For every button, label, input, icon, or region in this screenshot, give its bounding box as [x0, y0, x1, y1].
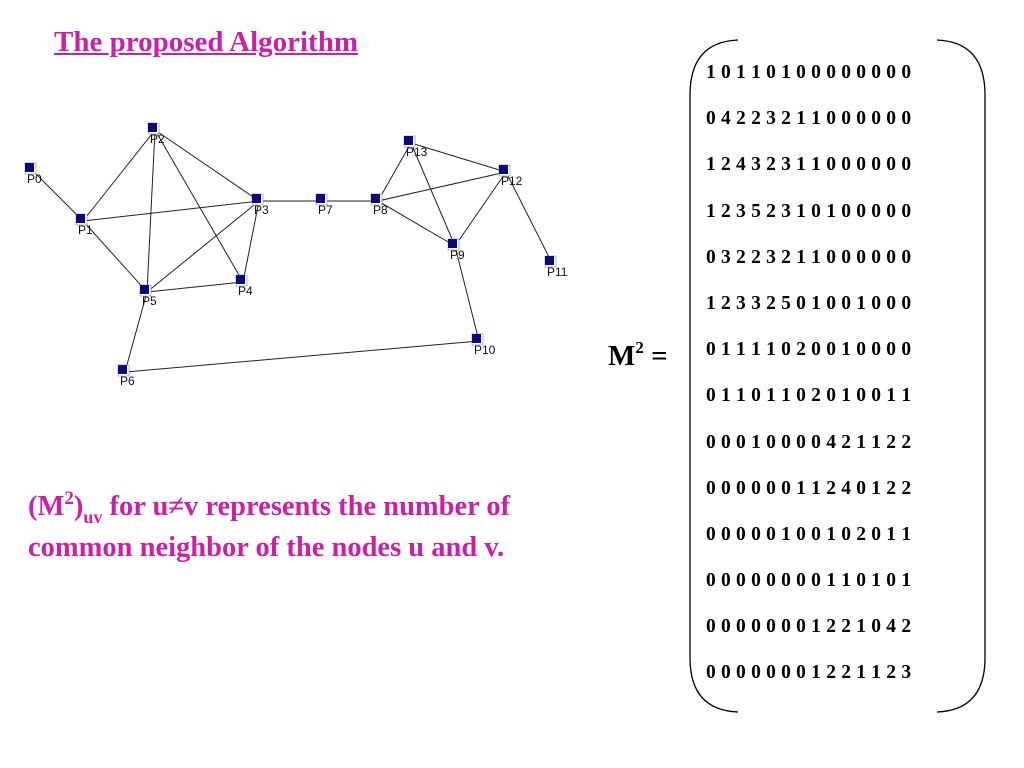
- description-sup: 2: [64, 488, 74, 509]
- matrix-row: 1 2 3 3 2 5 0 1 0 0 1 0 0 0: [706, 292, 912, 314]
- node-p12: P12: [498, 164, 523, 188]
- node-label: P11: [547, 265, 568, 279]
- edge-p2-p3: [154, 129, 260, 202]
- matrix-row: 0 3 2 2 3 2 1 1 0 0 0 0 0 0: [706, 246, 912, 268]
- node-label: P4: [238, 284, 253, 298]
- node-label: P5: [142, 294, 157, 308]
- edge-p2-p5: [146, 129, 156, 293]
- edge-p12-p11: [505, 171, 553, 264]
- node-marker: [404, 136, 413, 145]
- node-label: P6: [120, 374, 135, 388]
- edge-p13-p9: [410, 142, 456, 247]
- node-p5: P5: [139, 284, 157, 308]
- node-p7: P7: [315, 193, 333, 217]
- left-bracket: [689, 39, 739, 713]
- node-marker: [316, 194, 325, 203]
- matrix-row: 1 0 1 1 0 1 0 0 0 0 0 0 0 0: [706, 62, 912, 83]
- edge-p3-p5: [146, 200, 260, 293]
- edge-p3-p4: [242, 200, 260, 283]
- node-label: P1: [78, 223, 93, 237]
- node-label: P8: [373, 203, 388, 217]
- matrix-label: M2 =: [608, 338, 668, 373]
- node-marker: [371, 194, 380, 203]
- node-marker: [499, 165, 508, 174]
- matrix-row: 0 0 0 0 0 0 0 0 1 1 0 1 0 1: [706, 570, 912, 592]
- description-sub: uv: [83, 507, 103, 527]
- node-label: P2: [150, 132, 165, 146]
- matrix-row: 1 2 3 5 2 3 1 0 1 0 0 0 0 0: [706, 200, 912, 222]
- node-label: P9: [450, 248, 465, 262]
- node-p1: P1: [75, 213, 93, 237]
- node-label: P7: [318, 203, 333, 217]
- node-label: P12: [501, 174, 523, 188]
- node-p13: P13: [403, 135, 428, 159]
- node-marker: [236, 275, 245, 284]
- edge-p2-p4: [154, 129, 244, 283]
- edge-p12-p9: [454, 171, 507, 247]
- edge-p13-p12: [410, 142, 507, 173]
- node-marker: [76, 214, 85, 223]
- node-label: P13: [406, 145, 428, 159]
- slide-title: The proposed Algorithm: [54, 26, 359, 58]
- description-text: (M2)uv for u≠v represents the number of …: [28, 486, 588, 568]
- edge-p8-p9: [377, 200, 456, 247]
- matrix-row: 0 0 0 1 0 0 0 0 4 2 1 1 2 2: [706, 431, 912, 453]
- edge-p5-p6: [124, 291, 148, 373]
- node-marker: [148, 123, 157, 132]
- edge-p1-p2: [82, 129, 156, 222]
- matrix-label-base: M: [608, 340, 636, 372]
- node-p6: P6: [117, 364, 135, 388]
- matrix-row: 1 2 4 3 2 3 1 1 0 0 0 0 0 0: [706, 154, 912, 176]
- edge-p8-p12: [377, 171, 507, 202]
- node-p8: P8: [370, 193, 388, 217]
- description-body: for u≠v represents the number of common …: [28, 491, 511, 563]
- node-p9: P9: [447, 238, 465, 262]
- matrix-row: 0 1 1 0 1 1 0 2 0 1 0 0 1 1: [706, 385, 912, 407]
- matrix-label-sup: 2: [635, 338, 644, 357]
- matrix-row: 0 1 1 1 1 0 2 0 0 1 0 0 0 0: [706, 339, 912, 361]
- graph-edges: [31, 129, 553, 373]
- node-p0: P0: [24, 162, 42, 186]
- node-p3: P3: [251, 193, 269, 217]
- node-p2: P2: [147, 122, 165, 146]
- matrix-row: 0 0 0 0 0 0 0 1 2 2 1 0 4 2: [706, 616, 912, 638]
- description-prefix: (M: [28, 491, 65, 522]
- edge-p1-p3: [82, 200, 260, 222]
- edge-p8-p13: [377, 142, 412, 202]
- node-marker: [448, 239, 457, 248]
- matrix-row: 0 4 2 2 3 2 1 1 0 0 0 0 0 0: [706, 108, 912, 130]
- node-marker: [140, 285, 149, 294]
- edge-p9-p10: [454, 245, 480, 342]
- right-bracket: [936, 39, 986, 713]
- node-marker: [545, 256, 554, 265]
- matrix-row: 0 0 0 0 0 1 0 0 1 0 2 0 1 1: [706, 523, 912, 545]
- node-marker: [25, 163, 34, 172]
- node-marker: [472, 334, 481, 343]
- node-p4: P4: [235, 274, 253, 298]
- edge-p4-p5: [146, 281, 244, 293]
- matrix-m2: 1 0 1 1 0 1 0 0 0 0 0 0 0 0 0 4 2 2 3 2 1…: [706, 58, 976, 705]
- matrix-label-suffix: =: [643, 340, 668, 372]
- node-marker: [252, 194, 261, 203]
- edge-p6-p10: [124, 340, 480, 373]
- node-p11: P11: [544, 255, 568, 279]
- node-label: P0: [27, 172, 42, 186]
- matrix-row: 0 0 0 0 0 0 0 1 2 2 1 1 2 3: [706, 662, 912, 684]
- edge-p1-p5: [82, 220, 148, 293]
- node-marker: [118, 365, 127, 374]
- node-label: P3: [254, 203, 269, 217]
- description-close: ): [73, 491, 84, 522]
- matrix-row: 0 0 0 0 0 0 1 1 2 4 0 1 2 2: [706, 477, 912, 499]
- node-p10: P10: [471, 333, 496, 357]
- edge-p0-p1: [31, 169, 84, 222]
- node-label: P10: [474, 343, 496, 357]
